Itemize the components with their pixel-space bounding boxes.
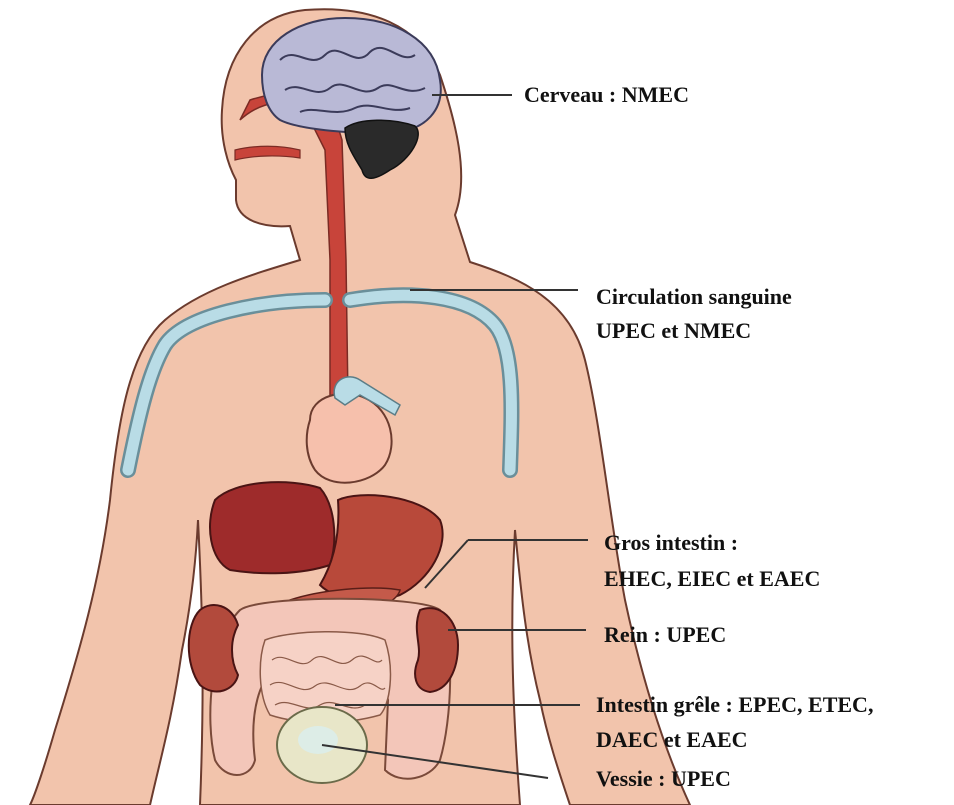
small-intestine-label-line1: Intestin grêle : EPEC, ETEC, (596, 690, 873, 720)
bladder-label: Vessie : UPEC (596, 764, 731, 794)
large-intestine-label-line1: Gros intestin : (604, 528, 738, 558)
brain-label: Cerveau : NMEC (524, 80, 689, 110)
kidney-label: Rein : UPEC (604, 620, 726, 650)
brain-shape (262, 18, 441, 133)
liver-shape (210, 482, 334, 573)
blood-circulation-label-line2: UPEC et NMEC (596, 316, 751, 346)
heart-shape (307, 394, 392, 483)
large-intestine-label-line2: EHEC, EIEC et EAEC (604, 564, 820, 594)
left-kidney-shape (189, 605, 238, 692)
blood-circulation-label-line1: Circulation sanguine (596, 282, 792, 312)
small-intestine-label-line2: DAEC et EAEC (596, 725, 748, 755)
bladder-highlight (298, 726, 338, 754)
